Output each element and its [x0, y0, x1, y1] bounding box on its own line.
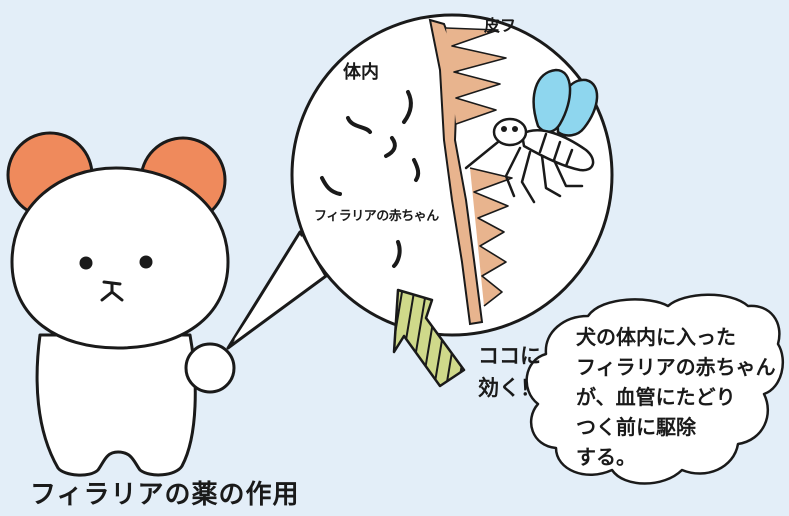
- arrow-fill: [394, 290, 464, 386]
- mosquito-head: [492, 117, 528, 147]
- dog-head: [10, 166, 230, 350]
- explanation-line: つく前に駆除: [576, 415, 696, 439]
- works-here-line: ココに: [478, 344, 541, 368]
- explanation-line: が、血管にたどり: [576, 385, 736, 409]
- dog-right-eye: [139, 255, 153, 269]
- explanation-line: フィラリアの赤ちゃん: [576, 355, 776, 379]
- thought-cloud: [525, 293, 785, 485]
- mosquito-eye-right: [512, 126, 518, 132]
- mosquito: [464, 68, 599, 204]
- dog-paw: [184, 342, 236, 394]
- illustration-caption: フィラリアの薬の作用: [30, 480, 300, 510]
- mosquito-legs: [504, 146, 584, 204]
- mosquito-eye-left: [501, 126, 507, 132]
- skin-spikes: [445, 27, 513, 307]
- skin-label: 皮フ: [484, 16, 517, 35]
- magnification-bubble: [226, 13, 614, 350]
- works-here-label: ココに 効く！: [478, 340, 541, 404]
- explanation-line: 犬の体内に入った: [576, 325, 736, 349]
- body-interior-label: 体内: [343, 62, 379, 83]
- bubble-tail-cover: [234, 236, 323, 340]
- dog-left-eye: [79, 256, 93, 270]
- mosquito-stripes: [538, 132, 574, 168]
- works-here-line: 効く！: [478, 376, 541, 400]
- larvae-label: フィラリアの赤ちゃん: [314, 209, 439, 224]
- larvae-group: [320, 90, 421, 268]
- explanation-text: 犬の体内に入った フィラリアの赤ちゃん が、血管にたどり つく前に駆除 する。: [576, 322, 776, 472]
- mosquito-proboscis: [464, 140, 500, 170]
- dog-nose: [100, 280, 124, 302]
- dog-figure: [6, 131, 236, 477]
- explanation-line: する。: [576, 445, 636, 469]
- arrow-outline: [392, 288, 466, 388]
- dog-body: [35, 333, 197, 477]
